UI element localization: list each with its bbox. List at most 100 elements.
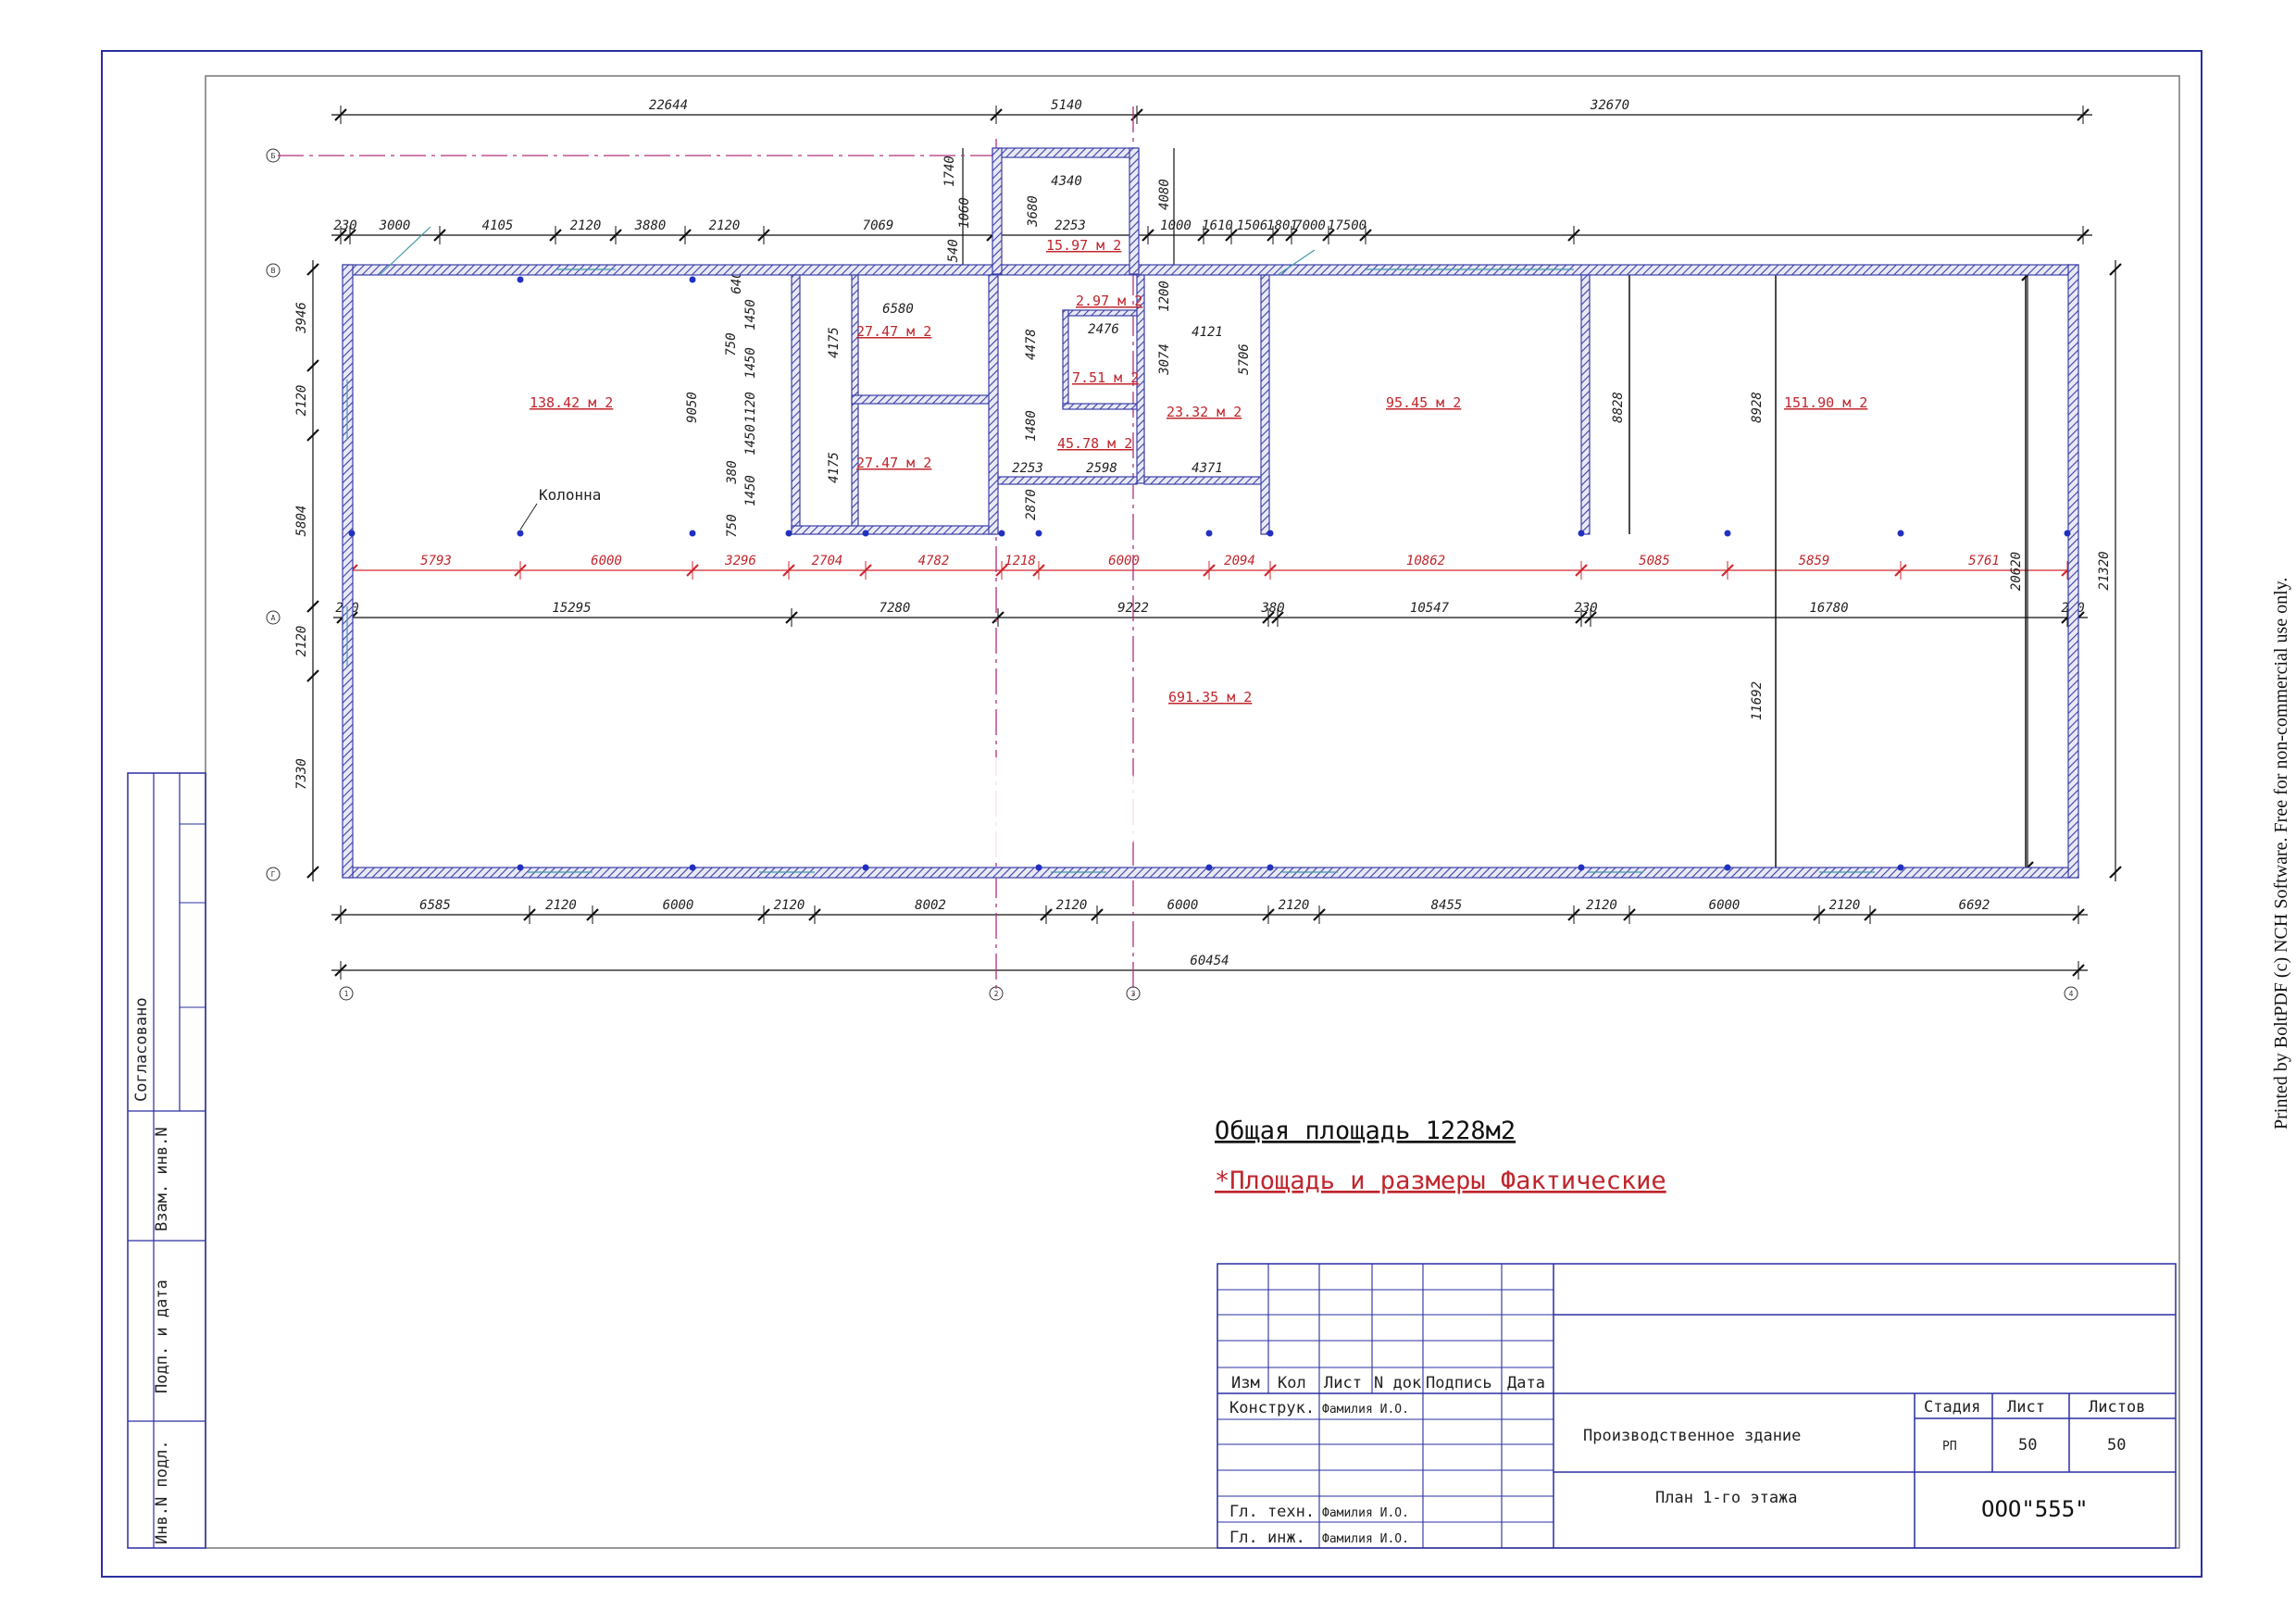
dim-label: 1506 — [1237, 218, 1268, 233]
dim-tick — [306, 263, 319, 276]
dim-tick — [1864, 908, 1877, 921]
column-dot — [689, 864, 696, 871]
dim-tick — [992, 611, 1004, 624]
room-area-7: 45.78 м 2 — [1057, 435, 1132, 452]
dim-tick — [609, 229, 622, 242]
dim-label: 6585 — [419, 898, 451, 913]
dim-tick — [1575, 564, 1588, 577]
dim-label: 2704 — [812, 554, 843, 568]
dim-tick — [808, 908, 821, 921]
axis-bubble-label: Б — [271, 152, 276, 160]
dim-label: 230 — [333, 218, 356, 233]
dim-label: 2120 — [1279, 898, 1310, 913]
building-walls — [342, 147, 2079, 879]
column-dot — [1205, 530, 1213, 537]
dim-tick — [1567, 229, 1580, 242]
actual-note: *Площадь и размеры Фактические — [1215, 1167, 1666, 1195]
column-label: Колонна — [539, 486, 601, 504]
column-dot — [517, 530, 524, 537]
dim-tick — [306, 600, 319, 613]
dim-tick — [757, 908, 770, 921]
axis-bubble: Г — [266, 867, 281, 881]
axis-bubble: 2 — [989, 986, 1004, 1001]
dim-label: 8455 — [1431, 898, 1463, 913]
dim-label: 2120 — [570, 218, 602, 233]
dim-label: 5085 — [1639, 554, 1670, 568]
room-labels: 138.42 м 2 27.47 м 2 27.47 м 2 15.97 м 2… — [519, 237, 1867, 705]
tb-head-sign: Подпись — [1426, 1374, 1492, 1392]
tb-sheet-label: Лист — [2007, 1398, 2045, 1417]
dim-label: 380 — [725, 460, 740, 484]
dim-label: 3000 — [379, 218, 411, 233]
dim-tick — [523, 908, 536, 921]
openings — [346, 226, 1875, 873]
dim-label: 5793 — [420, 554, 452, 568]
room-area-10: 151.90 м 2 — [1784, 394, 1867, 411]
dim-tick — [2072, 964, 2085, 977]
dim-tick — [1264, 564, 1277, 577]
column-dot — [998, 530, 1005, 537]
dim-label: 22644 — [649, 98, 688, 113]
dim-label: 17500 — [1328, 218, 1366, 233]
dim-label: 7069 — [863, 218, 894, 233]
tb-head-kol: Кол — [1278, 1374, 1306, 1392]
stamp-replace-inv: Взам. инв.N — [153, 1127, 171, 1231]
tb-company: ООО"555" — [1981, 1496, 2089, 1522]
axis-bubble-label: В — [271, 267, 276, 275]
axis-bubble: Б — [266, 148, 281, 163]
axis-bubble-label: А — [271, 614, 276, 622]
dim-label: 8928 — [1750, 392, 1765, 423]
title-block — [1217, 1263, 2177, 1549]
dim-tick — [306, 866, 319, 879]
column-dot — [517, 864, 524, 871]
dim-label: 1000 — [1160, 218, 1192, 233]
dim-label: 2870 — [1024, 489, 1039, 520]
dim-label: 640 — [730, 270, 744, 293]
dim-label: 5859 — [1799, 554, 1830, 568]
dim-tick — [306, 669, 319, 682]
axis-bubble-label: 1 — [344, 990, 349, 998]
side-stamp: Согласовано Взам. инв.N Подп. и дата Инв… — [127, 772, 206, 1549]
dim-tick — [782, 564, 795, 577]
tb-name-3: Фамилия И.О. — [1322, 1532, 1409, 1546]
dim-tick — [2072, 908, 2085, 921]
dim-label: 1740 — [942, 156, 957, 187]
dim-label: 5761 — [1968, 554, 2000, 568]
dim-label: 6692 — [1959, 898, 1990, 913]
dim-tick — [514, 564, 527, 577]
dim-label: 7000 — [1294, 218, 1326, 233]
column-dot — [862, 530, 869, 537]
dim-tick — [1142, 229, 1154, 242]
dim-tick — [334, 229, 347, 242]
dim-tick — [679, 229, 692, 242]
dim-tick — [306, 359, 319, 372]
tb-role-1: Конструк. — [1229, 1399, 1315, 1417]
room-area-2: 27.47 м 2 — [856, 323, 931, 340]
dim-tick — [1203, 564, 1216, 577]
axis-bubble: 4 — [2064, 986, 2078, 1001]
dim-tick — [1813, 908, 1826, 921]
dim-tick — [859, 564, 872, 577]
dim-label: 2120 — [709, 218, 741, 233]
tb-stage-label: Стадия — [1924, 1398, 1980, 1417]
dim-label: 1450 — [743, 299, 758, 331]
dim-label: 5706 — [1237, 343, 1252, 375]
dim-label: 2253 — [1012, 461, 1043, 476]
dim-label: 2120 — [545, 898, 577, 913]
dim-label: 1200 — [1157, 281, 1172, 312]
dim-tick — [1894, 564, 1907, 577]
dim-tick — [1584, 611, 1597, 624]
dim-label: 6000 — [1709, 898, 1741, 913]
dim-tick — [990, 108, 1003, 121]
dim-tick — [1271, 611, 1284, 624]
stamp-agreed: Согласовано — [132, 997, 151, 1102]
dim-label: 2253 — [1054, 218, 1086, 233]
dim-label: 2094 — [1224, 554, 1255, 568]
dim-label: 6000 — [1167, 898, 1199, 913]
dim-label: 2476 — [1088, 322, 1119, 337]
dim-label: 4080 — [1157, 179, 1172, 210]
tb-role-2: Гл. техн. — [1229, 1503, 1315, 1521]
dim-label: 3880 — [634, 218, 667, 233]
dim-label: 3296 — [724, 554, 756, 568]
